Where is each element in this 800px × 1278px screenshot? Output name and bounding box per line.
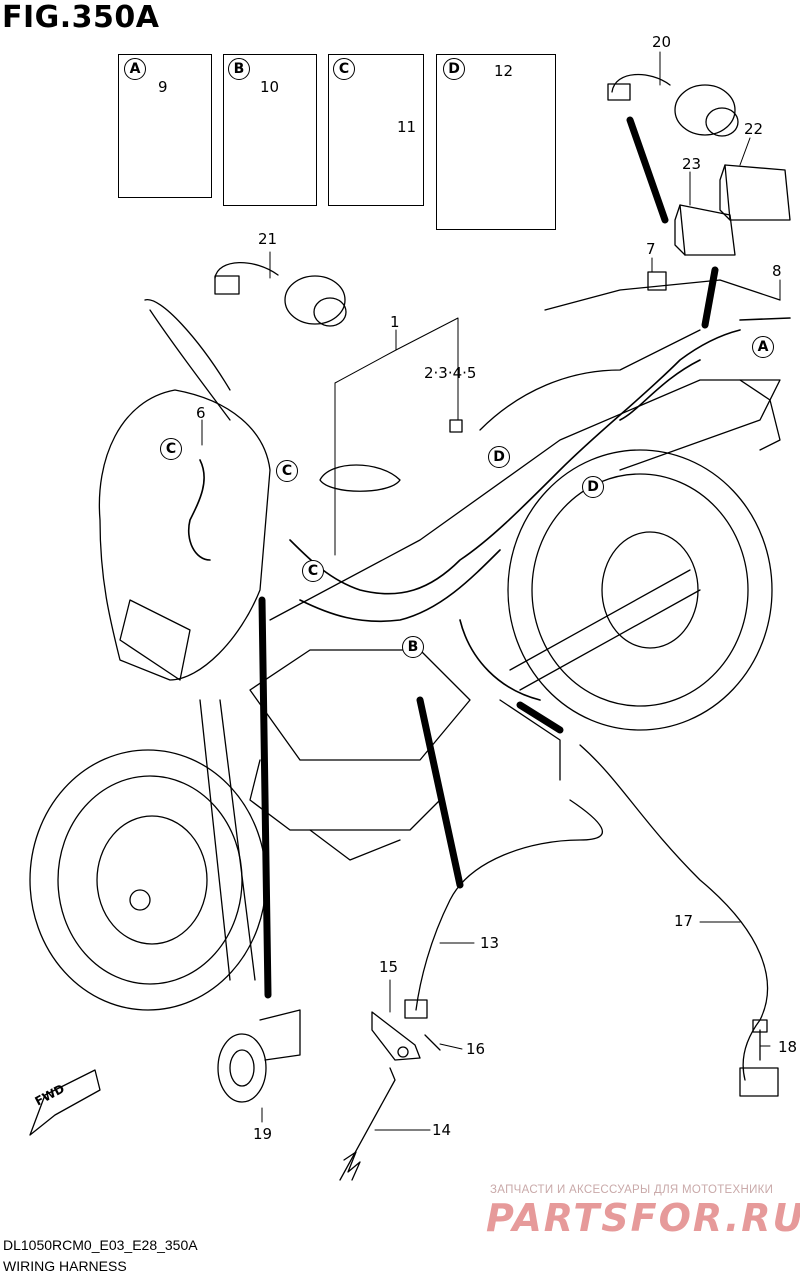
usb-socket-21: [214, 261, 347, 327]
model-code: DL1050RCM0_E03_E28_350A: [3, 1237, 198, 1253]
callout-13: 13: [480, 934, 500, 952]
inset-part-c: 11: [397, 118, 417, 136]
sensor-cable-17: [579, 744, 779, 1097]
module-23: [674, 204, 736, 256]
inset-box-d: [436, 54, 556, 230]
callout-20: 20: [652, 33, 672, 51]
horn: [217, 1009, 301, 1103]
callout-18: 18: [778, 1038, 798, 1056]
inset-part-b: 10: [260, 78, 280, 96]
usb-socket-20: [607, 73, 739, 137]
fwd-arrow: [29, 1069, 101, 1136]
connector-7: [647, 271, 667, 291]
callout-23: 23: [682, 155, 702, 173]
callout-15: 15: [379, 958, 399, 976]
inset-letter-c: C: [333, 58, 355, 80]
relay-22: [719, 164, 791, 221]
callout-16: 16: [466, 1040, 486, 1058]
harness-lines: [188, 317, 791, 701]
watermark-tagline: ЗАПЧАСТИ И АКСЕССУАРЫ ДЛЯ МОТОТЕХНИКИ: [490, 1184, 774, 1196]
inset-letter-d: D: [443, 58, 465, 80]
callout-19: 19: [253, 1125, 273, 1143]
callout-1: 1: [390, 313, 400, 331]
fuse: [449, 419, 463, 433]
spring: [339, 1067, 396, 1181]
sensor-cable-13: [404, 799, 603, 1019]
leader-lines: [201, 51, 781, 1131]
location-marker-d-2: D: [582, 476, 604, 498]
motorcycle-body: [98, 279, 781, 981]
location-marker-c-1: C: [160, 438, 182, 460]
callout-8: 8: [772, 262, 782, 280]
watermark-brand: PARTSFOR.RU: [486, 1196, 800, 1240]
inset-letter-a: A: [124, 58, 146, 80]
pointer-bars: [258, 116, 719, 999]
figure-title: FIG.350A: [2, 0, 160, 35]
location-marker-c-3: C: [302, 560, 324, 582]
callout-2-3-4-5: 2·3·4·5: [424, 364, 477, 382]
rear-wheel: [507, 449, 773, 731]
location-marker-c-2: C: [276, 460, 298, 482]
inset-box-c: [328, 54, 424, 206]
callout-7: 7: [646, 240, 656, 258]
callout-6: 6: [196, 404, 206, 422]
location-marker-a: A: [752, 336, 774, 358]
location-marker-d-1: D: [488, 446, 510, 468]
callout-17: 17: [674, 912, 694, 930]
inset-letter-b: B: [228, 58, 250, 80]
callout-14: 14: [432, 1121, 452, 1139]
diagram-name: WIRING HARNESS: [3, 1258, 127, 1274]
location-marker-b: B: [402, 636, 424, 658]
callout-22: 22: [744, 120, 764, 138]
callout-21: 21: [258, 230, 278, 248]
inset-part-d: 12: [494, 62, 514, 80]
bracket: [371, 1011, 441, 1061]
inset-part-a: 9: [158, 78, 168, 96]
